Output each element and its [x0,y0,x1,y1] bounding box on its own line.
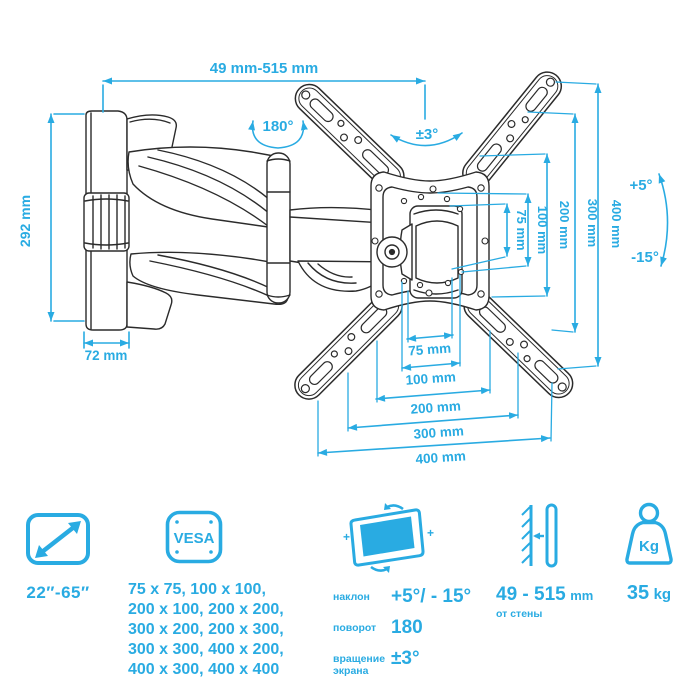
tilt-label: наклон [333,591,370,603]
feature-screen-size: 22″-65″ [18,512,98,603]
max-weight-value: 35 [626,582,650,604]
rotation-value: ±3° [391,648,420,669]
screen-size-range: 22″-65″ [26,583,90,602]
tilt-value: +5°/ - 15° [391,586,472,607]
dim-swivel-label: 180° [262,118,293,135]
dim-tilt-down-label: -15° [631,249,659,266]
dim-h200-label: 200 mm [410,398,461,416]
dim-h75-label: 75 mm [408,341,452,359]
swivel-value: 180 [391,617,423,638]
kettlebell-kg-label: Kg [639,538,659,555]
dim-height-label: 292 mm [17,195,33,247]
vesa-pattern-list: 75 x 75, 100 x 100, 200 x 100, 200 x 200… [128,580,310,680]
wall-distance-unit: mm [570,588,594,603]
dim-v100-label: 100 mm [535,206,550,254]
dim-v400-label: 400 mm [609,200,624,248]
movement-row-rotation: вращение экрана ±3° [333,648,489,677]
feature-wall-distance: 49 - 515 mm от стены [496,503,608,620]
vesa-badge-label: VESA [174,530,215,547]
tilt-plus-right: + [427,526,434,540]
screen-diagonal-icon [26,513,90,565]
dim-tilt-up-label: +5° [629,177,652,194]
dim-h300-label: 300 mm [413,423,464,441]
tilt-screen-icon: + + [343,503,434,573]
vesa-pattern-line: 300 x 300, 400 x 200, [128,641,284,658]
dim-h400-label: 400 mm [415,448,466,466]
vesa-pattern-line: 300 x 200, 200 x 300, [128,621,284,638]
wall-distance-value: 49 - 515 [496,584,566,605]
max-weight-unit: kg [653,586,672,603]
dim-h100-label: 100 mm [405,369,456,387]
rotation-label: вращение экрана [333,653,386,677]
wall-distance-icon [521,503,558,568]
kettlebell-weight-icon: Kg [625,502,673,565]
tilt-plus-left: + [343,530,350,544]
wall-distance-caption: от стены [496,608,543,620]
swivel-label: поворот [333,622,377,634]
movement-row-tilt: наклон +5°/ - 15° [333,586,489,608]
dim-depth-label: 72 mm [85,348,128,363]
feature-max-weight: Kg 35 kg [606,501,692,605]
feature-movement: + + наклон +5°/ - 15° поворот 180 вращен… [333,503,489,686]
dim-arm-reach-label: 49 mm-515 mm [210,60,318,77]
vesa-badge-icon: VESA [165,510,223,564]
mount-diagram: 49 mm-515 mm 180° ±3° 292 mm 72 mm +5° -… [17,60,669,467]
vesa-pattern-line: 75 x 75, 100 x 100, [128,581,266,598]
vesa-pattern-line: 400 x 300, 400 x 400 [128,661,280,678]
dim-rotation-label: ±3° [416,126,439,143]
dim-v75-label: 75 mm [514,209,529,250]
dim-v200-label: 200 mm [557,201,572,249]
dim-v300-label: 300 mm [585,199,600,247]
movement-row-swivel: поворот 180 [333,617,489,639]
feature-vesa: VESA 75 x 75, 100 x 100, 200 x 100, 200 … [128,510,310,680]
vesa-pattern-line: 200 x 100, 200 x 200, [128,601,284,618]
dimension-lines [47,77,669,457]
